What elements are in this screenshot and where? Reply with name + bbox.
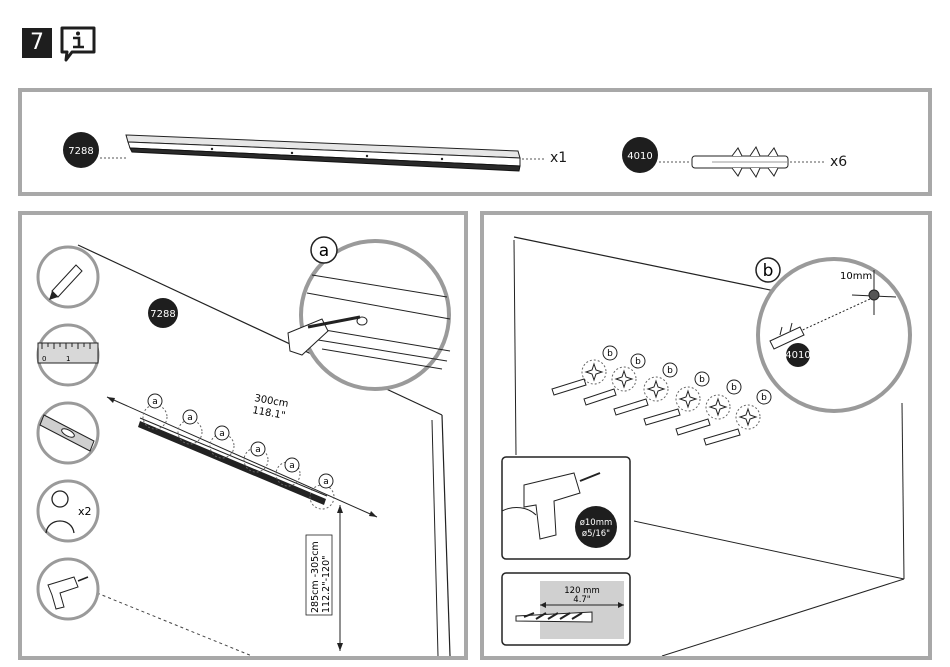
svg-text:a: a [187,413,193,423]
detail-callout-a: a [288,237,450,389]
person-count-label: x2 [78,505,92,518]
tool-ruler: 0 1 [38,325,98,385]
svg-text:b: b [731,383,737,393]
hole-marker-b: b [584,354,645,405]
ruler-mark: 0 [42,355,46,363]
part-number-label: 4010 [785,350,810,361]
drill-inset: ø10mm ø5/16" [502,457,630,559]
wall-left-edge [514,240,516,455]
wall-corner-edge [432,420,438,656]
svg-text:b: b [667,366,673,376]
height-dimension: 285cm -305cm 112.2"-120" [306,505,343,651]
hole-size-label: 10mm [840,271,872,282]
quantity-label: x6 [830,154,847,170]
drill-bit-mm: ø10mm [580,518,613,528]
svg-text:b: b [699,375,705,385]
height-in: 112.2"-120" [321,556,332,614]
wall-rail-icon [126,135,520,171]
part-7288: 7288 x1 [63,132,567,171]
depth-inset: 120 mm 4.7" [502,573,630,645]
drill-bit-in: ø5/16" [582,529,610,539]
detail-callout-b: 10mm 4010 b [756,258,910,411]
svg-text:a: a [323,477,329,487]
part-number-label: 7288 [68,146,93,157]
depth-in: 4.7" [573,595,591,605]
wall-right-edge [442,415,450,656]
ruler-mark: 1 [66,355,70,363]
svg-text:b: b [761,393,767,403]
svg-text:a: a [255,445,261,455]
hole-marker-b: b [614,363,677,415]
floor-line [662,579,904,656]
tool-drill [38,559,98,619]
svg-text:a: a [289,461,295,471]
length-dimension: 300cm 118.1" [107,393,377,517]
part-4010: 4010 x6 [622,137,847,177]
quantity-label: x1 [550,150,567,166]
hole-marker-b: b [704,390,771,445]
info-speech-bubble-icon [58,25,98,65]
floor-line [97,593,252,656]
svg-text:b: b [635,357,641,367]
svg-text:a: a [219,429,225,439]
svg-text:a: a [152,397,158,407]
step-number-badge: 7 [22,28,52,58]
drilling-panel: 10mm 4010 b b b b b b b ø10mm [480,211,932,660]
floor-line [634,521,904,579]
hole-marker-b: b [644,372,709,425]
part-number-label: 7288 [150,309,175,320]
tool-pencil [38,247,98,307]
wall-corner-edge [902,403,904,579]
hole-marker-b: b [676,380,741,435]
wall-plug-icon [692,147,788,177]
rail-marking-panel: 0 1 x2 7288 [18,211,468,660]
callout-letter: b [763,261,774,281]
tool-spirit-level [38,403,98,463]
parts-panel: 7288 x1 4010 x6 [18,88,932,196]
part-number-label: 4010 [627,151,652,162]
callout-letter: a [319,241,329,261]
rail-on-wall [138,418,327,505]
tool-two-persons: x2 [38,481,98,541]
drilled-hole [869,290,879,300]
hole-marker-b: b [552,346,617,395]
height-cm: 285cm -305cm [310,541,321,613]
svg-text:b: b [607,349,613,359]
